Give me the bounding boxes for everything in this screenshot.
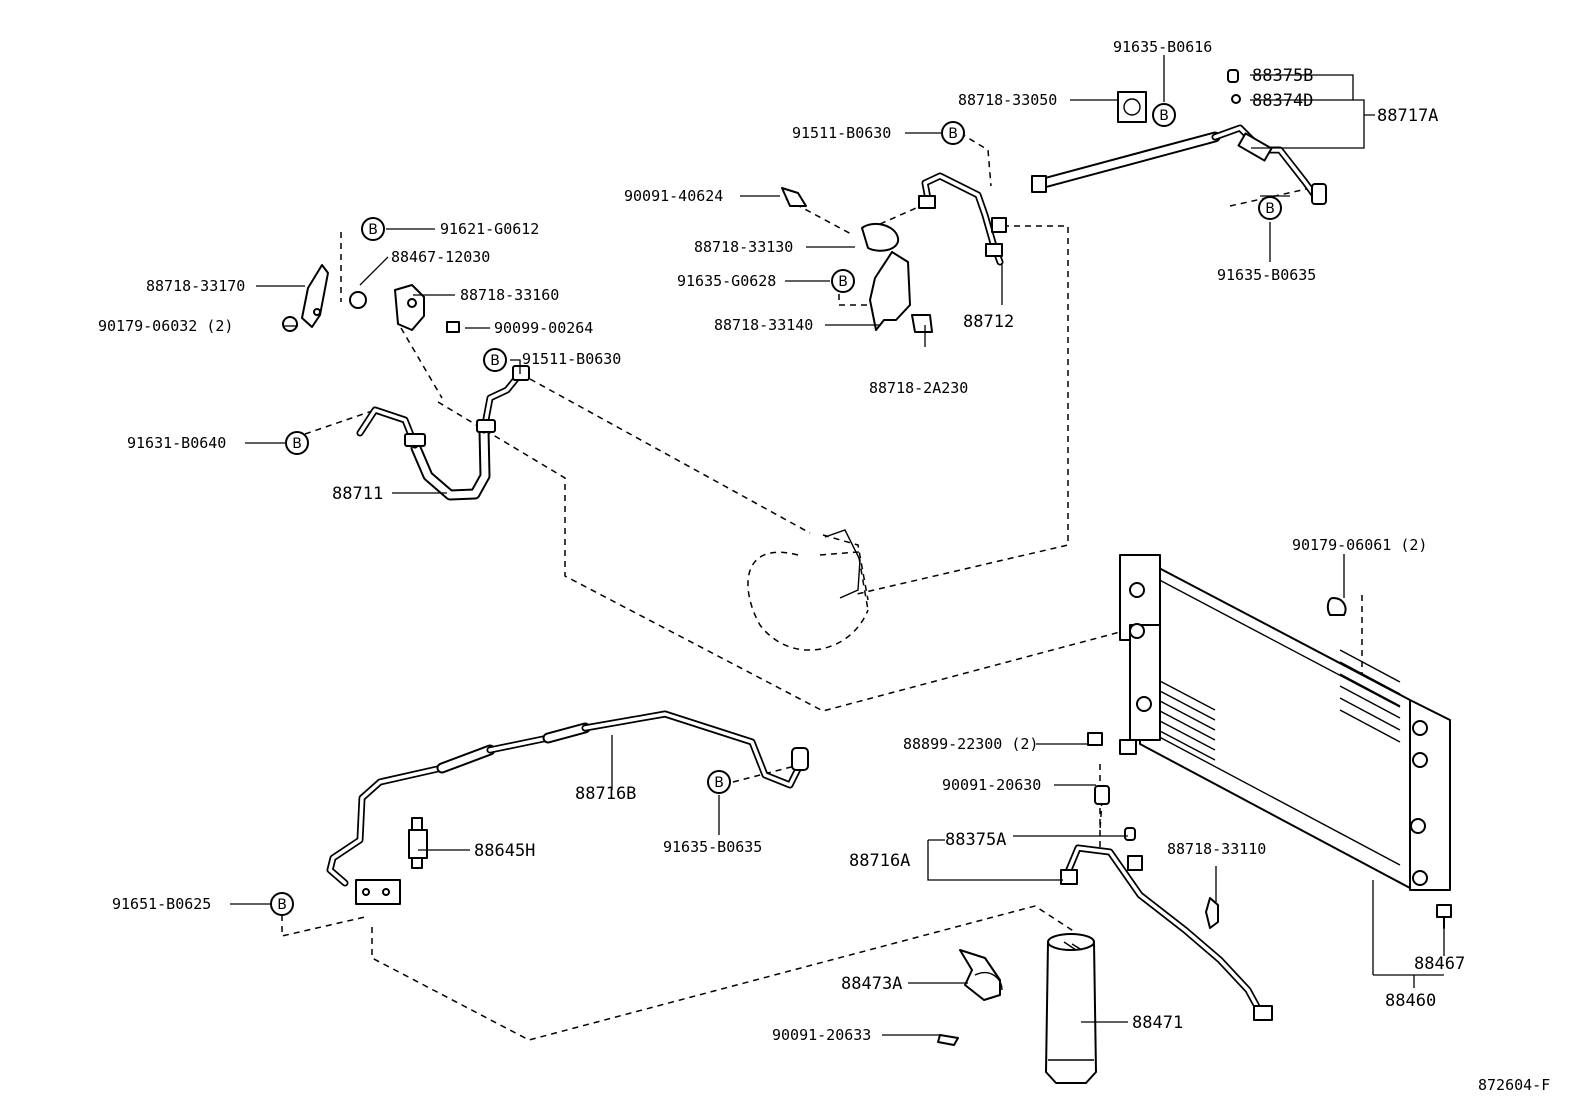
callout-88899-22300: 88899-22300 (2) [903, 735, 1038, 753]
bolt-marker-91635-B0635-top: B [1258, 196, 1282, 220]
small-hardware-parts [282, 69, 1347, 1046]
callout-88375B: 88375B [1252, 66, 1313, 86]
callout-88718-33130: 88718-33130 [694, 238, 793, 256]
callout-91635-B0635-bot: 91635-B0635 [663, 838, 762, 856]
callout-88717A: 88717A [1377, 106, 1438, 126]
bolt-marker-91621-G0612: B [361, 217, 385, 241]
svg-text:B: B [838, 274, 848, 290]
callout-88718-33170: 88718-33170 [146, 277, 245, 295]
bolt-marker-91511-B0630-top: B [941, 121, 965, 145]
callout-91651-B0625: 91651-B0625 [112, 895, 211, 913]
bolt-marker-91651-B0625: B [270, 892, 294, 916]
svg-text:B: B [490, 353, 500, 369]
callout-91635-G0628: 91635-G0628 [677, 272, 776, 290]
callout-88374D: 88374D [1252, 91, 1313, 111]
bolt-marker-91631-B0640: B [285, 431, 309, 455]
condenser-fins [1157, 649, 1401, 761]
callout-88473A: 88473A [841, 974, 902, 994]
callout-90091-20633: 90091-20633 [772, 1026, 871, 1044]
callout-88718-33110: 88718-33110 [1167, 840, 1266, 858]
callout-90099-00264: 90099-00264 [494, 319, 593, 337]
callout-90091-20630: 90091-20630 [942, 776, 1041, 794]
callout-91511-B0630-top: 91511-B0630 [792, 124, 891, 142]
svg-text:B: B [277, 897, 287, 913]
callout-88460: 88460 [1385, 991, 1436, 1011]
part-88716A-liquid-pipe [1060, 844, 1273, 1021]
callout-91511-B0630-mid: 91511-B0630 [522, 350, 621, 368]
part-88716B-discharge-pipe [326, 710, 809, 905]
svg-text:B: B [714, 775, 724, 791]
callout-88718-33140: 88718-33140 [714, 316, 813, 334]
callout-88712: 88712 [963, 312, 1014, 332]
bolt-marker-91635-B0635-bot: B [707, 770, 731, 794]
callout-88645H: 88645H [474, 841, 535, 861]
bolt-marker-91511-B0630-mid: B [483, 348, 507, 372]
bolt-marker-91635-G0628: B [831, 269, 855, 293]
callout-91635-B0616: 91635-B0616 [1113, 38, 1212, 56]
callout-88718-2A230: 88718-2A230 [869, 379, 968, 397]
part-88460-condenser [1119, 554, 1452, 929]
callout-88718-33160: 88718-33160 [460, 286, 559, 304]
bolt-marker-91635-B0616: B [1152, 103, 1176, 127]
svg-text:B: B [368, 222, 378, 238]
callout-labels: 91635-B0616 88375B 88374D 88717A 88718-3… [98, 38, 1550, 1094]
callout-88467: 88467 [1414, 954, 1465, 974]
part-compressor [747, 529, 869, 651]
callout-88718-33050: 88718-33050 [958, 91, 1057, 109]
bolt-markers: B B B B B B B B [270, 103, 1282, 916]
svg-text:B: B [292, 436, 302, 452]
callout-90091-40624: 90091-40624 [624, 187, 723, 205]
svg-text:B: B [1159, 108, 1169, 124]
callout-90179-06061: 90179-06061 (2) [1292, 536, 1427, 554]
part-88473A-dryer-bracket [959, 949, 1003, 1001]
callout-91635-B0635-top: 91635-B0635 [1217, 266, 1316, 284]
relation-lines [281, 114, 1363, 1041]
callout-88471: 88471 [1132, 1013, 1183, 1033]
callout-88716B: 88716B [575, 784, 636, 804]
part-88711-suction-hose [356, 365, 530, 501]
part-88717A-discharge-hose [1031, 124, 1327, 205]
callout-88467-12030: 88467-12030 [391, 248, 490, 266]
svg-text:B: B [1265, 201, 1275, 217]
figure-code: 872604-F [1478, 1076, 1550, 1094]
leader-lines [230, 55, 1445, 1036]
callout-88716A: 88716A [849, 851, 910, 871]
callout-91621-G0612: 91621-G0612 [440, 220, 539, 238]
callout-90179-06032: 90179-06032 (2) [98, 317, 233, 335]
callout-88375A: 88375A [945, 830, 1006, 850]
callout-88711: 88711 [332, 484, 383, 504]
part-88471-receiver-dryer [1045, 933, 1097, 1084]
svg-text:B: B [948, 126, 958, 142]
part-88712-suction-pipe [918, 172, 1007, 266]
callout-91631-B0640: 91631-B0640 [127, 434, 226, 452]
